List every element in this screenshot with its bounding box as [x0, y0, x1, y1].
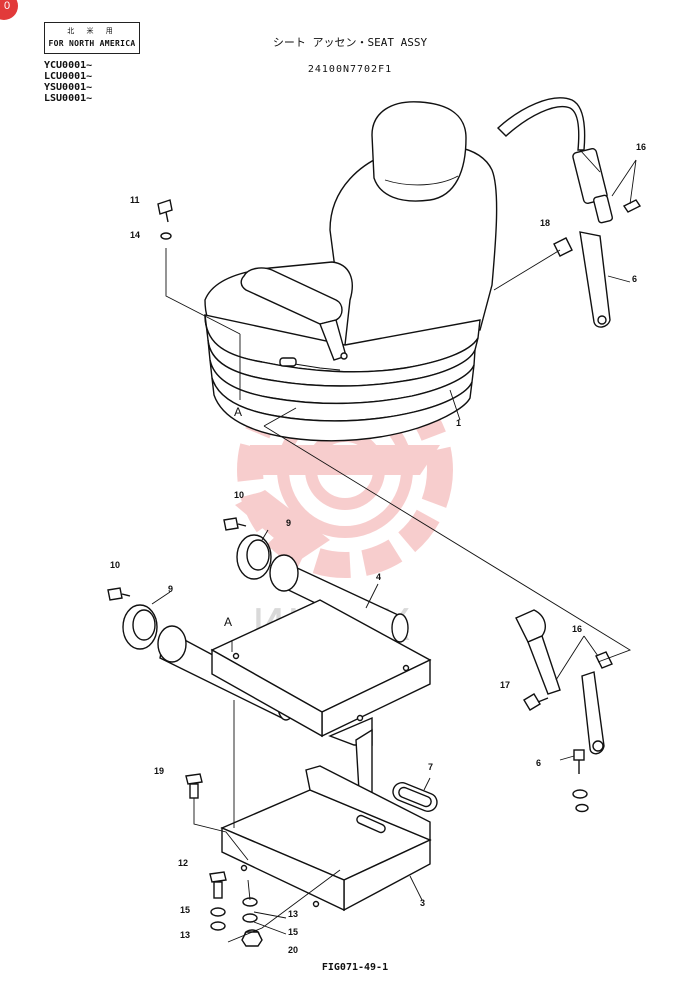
callout-15-right: 15 — [288, 927, 298, 937]
callout-3: 3 — [420, 898, 425, 908]
callout-6-lower: 6 — [536, 758, 541, 768]
region-label-jp: 北 米 用 — [67, 27, 117, 35]
watermark-logo — [235, 362, 453, 578]
callout-6-upper: 6 — [632, 274, 637, 284]
serial-range: YCU0001~ — [44, 60, 93, 71]
seat-belt-upper — [496, 97, 642, 328]
callout-4: 4 — [376, 572, 381, 582]
callout-20: 20 — [288, 945, 298, 955]
callout-12: 12 — [178, 858, 188, 868]
callout-10-upper: 10 — [234, 490, 244, 500]
callout-18: 18 — [540, 218, 550, 228]
reference-mark-a-lower: A — [224, 615, 232, 629]
page-badge: 0 — [0, 0, 18, 20]
assembly-part-number: 24100N7702F1 — [307, 64, 393, 75]
serial-range: YSU0001~ — [44, 82, 93, 93]
callout-13-left: 13 — [180, 930, 190, 940]
seat-belt-buckle — [515, 609, 613, 755]
figure-number: FIG071-49-1 — [321, 962, 389, 973]
serial-range: LCU0001~ — [44, 71, 93, 82]
callout-17: 17 — [500, 680, 510, 690]
callout-labels: 11 14 A 1 18 6 16 10 9 4 10 9 A 16 17 6 … — [110, 142, 646, 955]
callout-19: 19 — [154, 766, 164, 776]
reference-mark-a-upper: A — [234, 405, 242, 419]
callout-16-upper: 16 — [636, 142, 646, 152]
callout-10-lower: 10 — [110, 560, 120, 570]
fasteners — [107, 199, 589, 947]
callout-9-upper: 9 — [286, 518, 291, 528]
callout-9-lower: 9 — [168, 584, 173, 594]
region-label-en: FOR NORTH AMERICA — [48, 39, 136, 48]
serial-ranges: YCU0001~ LCU0001~ YSU0001~ LSU0001~ — [44, 60, 92, 104]
callout-15-left: 15 — [180, 905, 190, 915]
callout-11: 11 — [130, 195, 140, 205]
callout-13-right: 13 — [288, 909, 298, 919]
strap-loop — [392, 782, 438, 812]
callout-16-lower: 16 — [572, 624, 582, 634]
leader-lines — [151, 149, 632, 943]
callout-1: 1 — [456, 418, 461, 428]
diagram-title: シート アッセン・SEAT ASSY — [272, 36, 428, 49]
callout-14: 14 — [130, 230, 140, 240]
callout-7: 7 — [428, 762, 433, 772]
seat-assembly — [204, 101, 498, 442]
serial-range: LSU0001~ — [44, 93, 93, 104]
mounting-plate-upper — [210, 599, 432, 746]
region-label-box: 北 米 用 FOR NORTH AMERICA — [44, 22, 140, 54]
